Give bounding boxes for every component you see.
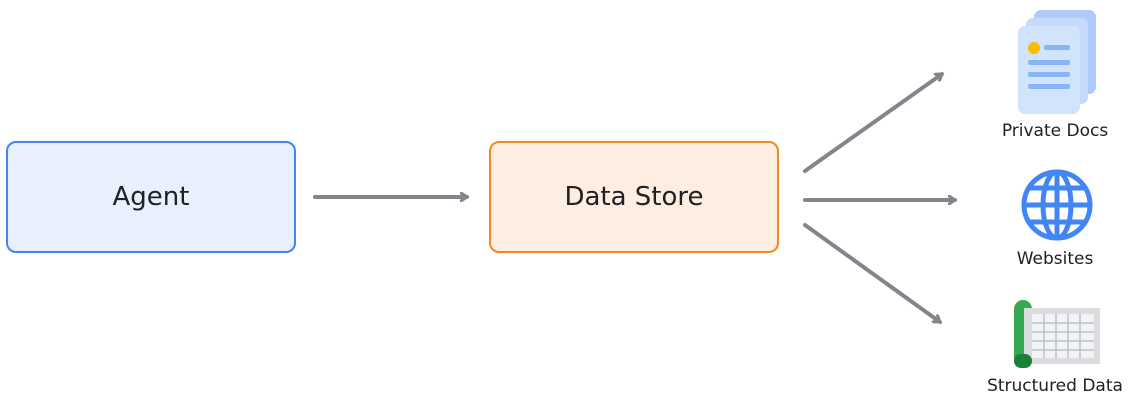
document-icon — [1018, 10, 1096, 114]
websites-label: Websites — [1016, 249, 1094, 269]
private-docs-label: Private Docs — [1001, 121, 1109, 141]
arrow-store-to-structured-data — [803, 223, 942, 324]
data-store-node: Data Store — [489, 141, 779, 253]
agent-node: Agent — [6, 141, 296, 253]
data-store-label: Data Store — [564, 182, 704, 212]
spreadsheet-icon — [1014, 300, 1100, 368]
arrow-store-to-private-docs — [803, 72, 944, 173]
agent-label: Agent — [112, 182, 190, 212]
globe-icon — [1021, 169, 1093, 241]
structured-data-label: Structured Data — [987, 376, 1123, 396]
